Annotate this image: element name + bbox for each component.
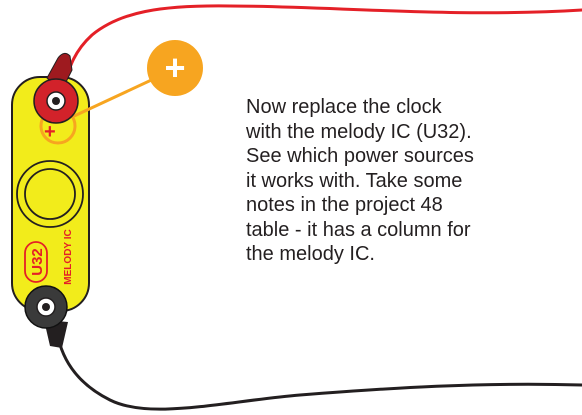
instruction-line: See which power sources — [246, 145, 474, 167]
red-wire — [58, 4, 582, 100]
part-name-text: MELODY IC — [63, 229, 74, 284]
part-code-label: U32 — [24, 241, 48, 283]
part-code-text: U32 — [29, 248, 46, 276]
black-snap-connector — [24, 285, 68, 348]
plus-badge-icon — [147, 40, 203, 96]
plus-badge-symbol: + — [164, 47, 185, 88]
instructions-text: Now replace the clock with the melody IC… — [246, 95, 576, 267]
instruction-line: notes in the project 48 — [246, 194, 443, 216]
instruction-line: with the melody IC (U32). — [246, 120, 472, 143]
instruction-line: it works with. Take some — [246, 169, 463, 192]
black-wire — [53, 318, 582, 411]
part-center-ring-outer — [16, 160, 84, 228]
instruction-line: the melody IC. — [246, 243, 375, 265]
instruction-line: Now replace the clock — [246, 96, 442, 118]
part-polarity-mark: + — [44, 121, 56, 143]
badge-connector-line — [71, 74, 161, 119]
part-center-ring-inner — [24, 168, 76, 220]
red-snap-connector — [33, 52, 79, 124]
instruction-line: table - it has a column for — [246, 218, 471, 241]
part-name-label: MELODY IC — [63, 229, 74, 284]
